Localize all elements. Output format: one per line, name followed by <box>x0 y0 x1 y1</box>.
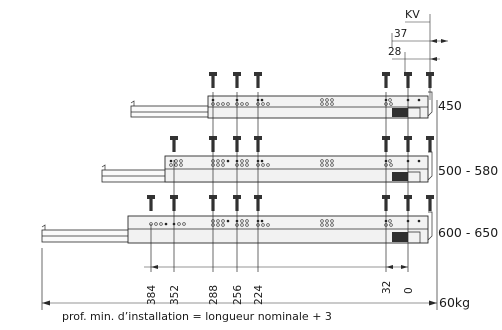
dim-label-224: 224 <box>253 285 265 305</box>
screw-icon <box>426 72 434 88</box>
rail-450: 450 <box>130 91 462 119</box>
dim-28: 28 <box>388 46 440 75</box>
dim-37-label: 37 <box>394 28 407 40</box>
dim-label-352: 352 <box>169 285 181 305</box>
screw-icon <box>254 72 262 88</box>
screws <box>147 72 434 211</box>
screw-icon <box>209 72 217 88</box>
dim-37: 37 <box>391 28 448 48</box>
screw-icon <box>382 72 390 88</box>
dim-label-288: 288 <box>208 285 220 305</box>
kv-label: KV <box>405 8 420 21</box>
size-label-450: 450 <box>438 98 462 113</box>
dim-label-32: 32 <box>381 281 393 294</box>
load-label: 60kg <box>439 295 470 310</box>
bottom-dimension-line <box>144 265 408 269</box>
locking-clip-icon <box>392 172 408 181</box>
screw-icon <box>170 136 178 152</box>
rail-600-650: 600 - 650 <box>41 211 498 244</box>
rail-500-580: 500 - 580 <box>101 151 498 183</box>
locking-clip-icon <box>392 232 408 242</box>
size-label-600-650: 600 - 650 <box>438 225 498 240</box>
locking-clip-icon <box>392 108 408 117</box>
overall-length-arrow: 60kg <box>42 295 470 310</box>
screw-icon <box>426 136 434 152</box>
screw-icon <box>147 195 155 211</box>
dim-label-384: 384 <box>146 285 158 305</box>
dim-label-256: 256 <box>232 285 244 305</box>
caption: prof. min. d’installation = longueur nom… <box>62 310 332 323</box>
dimension-labels: 384 352 288 256 224 32 0 <box>146 281 415 305</box>
mounting-hole-icon <box>169 159 421 167</box>
size-label-500-580: 500 - 580 <box>438 163 498 178</box>
screw-icon <box>233 72 241 88</box>
screw-icon <box>426 195 434 211</box>
extension-lines <box>41 72 438 310</box>
dim-label-0: 0 <box>403 287 415 294</box>
dim-28-label: 28 <box>388 46 401 58</box>
